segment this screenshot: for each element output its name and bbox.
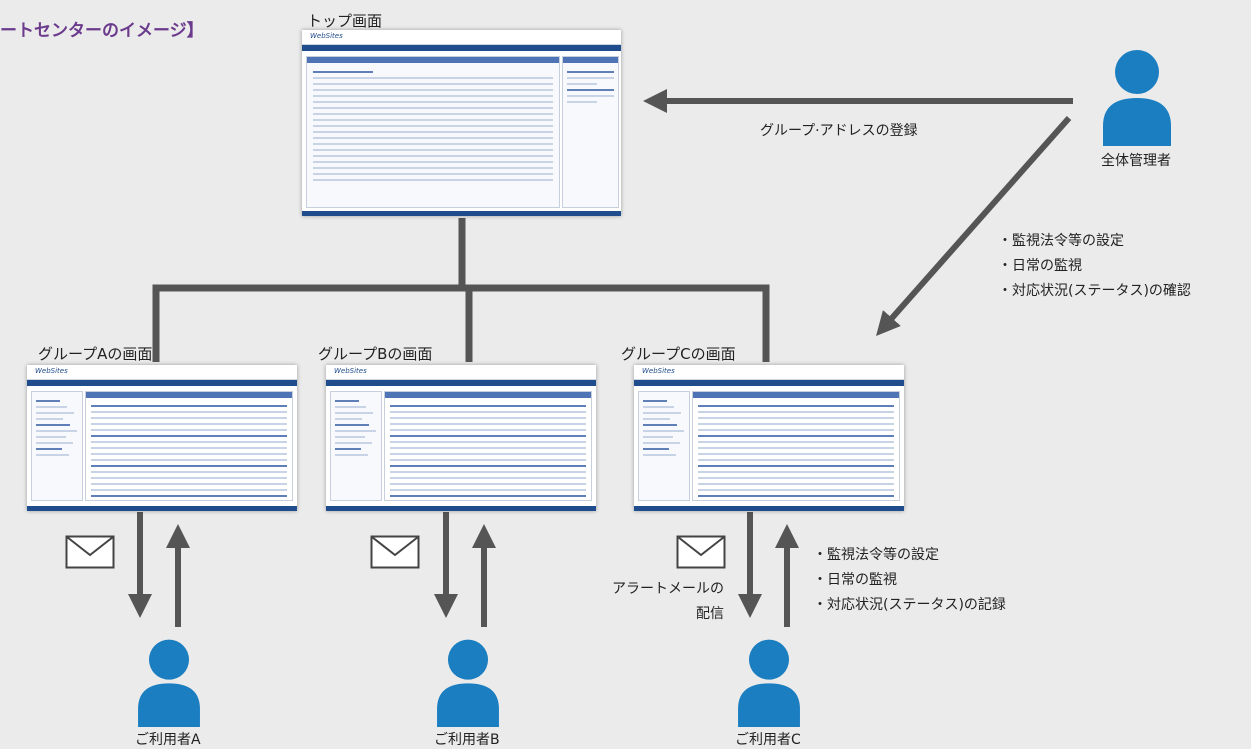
person-icon <box>138 639 200 727</box>
user-c-note: ・対応状況(ステータス)の記録 <box>813 597 1006 613</box>
top-screen-list-panel <box>306 56 560 208</box>
group-b-label: グループBの画面 <box>318 345 433 363</box>
admin-notes: ・監視法令等の設定 ・日常の監視 ・対応状況(ステータス)の確認 <box>998 229 1191 304</box>
group-a-label: グループAの画面 <box>38 345 153 363</box>
admin-note: ・日常の監視 <box>998 258 1082 274</box>
tree-connector <box>152 218 770 362</box>
screen-brand: WebSites <box>35 367 68 375</box>
alert-mail-line: アラートメールの <box>612 581 724 597</box>
admin-monitor-arrow <box>876 116 1072 336</box>
group-a-thumbnail: WebSites <box>27 365 297 511</box>
group-screen-side-panel <box>31 391 83 501</box>
group-screen-list-panel <box>384 391 592 501</box>
group-screen-list-panel <box>692 391 900 501</box>
user-a-label: ご利用者A <box>135 732 201 748</box>
group-b-thumbnail: WebSites <box>326 365 596 511</box>
user-c-note: ・監視法令等の設定 <box>813 547 939 563</box>
admin-note: ・対応状況(ステータス)の確認 <box>998 283 1191 299</box>
user-c-label: ご利用者C <box>735 732 801 748</box>
user-c-notes: ・監視法令等の設定 ・日常の監視 ・対応状況(ステータス)の記録 <box>813 543 1006 618</box>
mail-icon <box>370 535 420 569</box>
screen-brand: WebSites <box>310 32 343 40</box>
mail-icon <box>65 535 115 569</box>
screen-brand: WebSites <box>334 367 367 375</box>
person-icon <box>1103 50 1171 146</box>
group-screen-list-panel <box>85 391 293 501</box>
admin-label: 全体管理者 <box>1101 153 1171 169</box>
alert-mail-line: 配信 <box>696 606 724 622</box>
diagram-title: ートセンターのイメージ】 <box>0 21 204 41</box>
group-screen-side-panel <box>638 391 690 501</box>
registration-label: グループ·アドレスの登録 <box>760 123 918 139</box>
top-screen-thumbnail: WebSites <box>302 30 621 216</box>
mail-icon <box>676 535 726 569</box>
top-screen-side-panel <box>562 56 619 208</box>
group-c-thumbnail: WebSites <box>634 365 904 511</box>
screen-brand: WebSites <box>642 367 675 375</box>
user-b-label: ご利用者B <box>434 732 500 748</box>
person-icon <box>437 639 499 727</box>
group-c-label: グループCの画面 <box>621 345 736 363</box>
alert-mail-label: アラートメールの 配信 <box>596 577 724 627</box>
user-c-note: ・日常の監視 <box>813 572 897 588</box>
admin-note: ・監視法令等の設定 <box>998 233 1124 249</box>
top-screen-label: トップ画面 <box>307 12 383 30</box>
person-icon <box>738 639 800 727</box>
group-screen-side-panel <box>330 391 382 501</box>
